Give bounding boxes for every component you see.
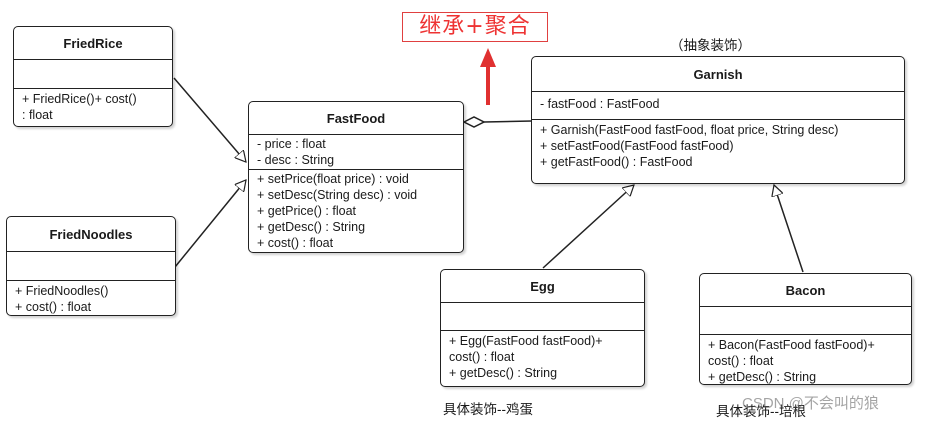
attributes-section (700, 307, 911, 335)
method-line: + getDesc() : String (449, 366, 558, 380)
methods-section: + FriedNoodles() + cost() : float (7, 281, 175, 315)
aggregation-diamond (462, 116, 486, 128)
attributes-section (7, 252, 175, 281)
methods-section: + Garnish(FastFood fastFood, float price… (532, 120, 904, 172)
method-line: cost() : float (708, 354, 774, 368)
method-line: + setDesc(String desc) : void (257, 188, 418, 202)
class-name: Bacon (700, 274, 911, 307)
garnish-stereotype: （抽象装饰） (670, 38, 751, 53)
method-line: + getDesc() : String (708, 370, 817, 384)
annotation-arrow-head (480, 48, 496, 67)
class-bacon[interactable]: Bacon + Bacon(FastFood fastFood)+ cost()… (699, 273, 912, 385)
class-name: FriedRice (14, 27, 172, 60)
method-line: + getPrice() : float (257, 204, 356, 218)
method-line: : float (22, 108, 53, 122)
inheritance-line-egg (542, 185, 634, 269)
class-name: FriedNoodles (7, 217, 175, 252)
attributes-section (441, 303, 644, 331)
inheritance-aggregation-annotation: 继承+聚合 (402, 12, 548, 42)
class-friednoodles[interactable]: FriedNoodles + FriedNoodles() + cost() :… (6, 216, 176, 316)
attributes-section (14, 60, 172, 89)
inheritance-line-bacon (774, 185, 804, 273)
method-line: + setPrice(float price) : void (257, 172, 409, 186)
attribute-line: - price : float (257, 137, 326, 151)
methods-section: + setPrice(float price) : void + setDesc… (249, 170, 463, 252)
method-line: + Bacon(FastFood fastFood)+ (708, 338, 875, 352)
method-line: + setFastFood(FastFood fastFood) (540, 139, 734, 153)
inheritance-line-friednoodles (174, 180, 246, 268)
class-name: Garnish (532, 57, 904, 92)
class-friedrice[interactable]: FriedRice + FriedRice()+ cost() : float (13, 26, 173, 127)
aggregation-line (483, 120, 533, 123)
method-line: + Garnish(FastFood fastFood, float price… (540, 123, 839, 137)
attributes-section: - fastFood : FastFood (532, 92, 904, 120)
class-fastfood[interactable]: FastFood - price : float - desc : String… (248, 101, 464, 253)
methods-section: + Bacon(FastFood fastFood)+ cost() : flo… (700, 335, 911, 384)
class-garnish[interactable]: Garnish - fastFood : FastFood + Garnish(… (531, 56, 905, 184)
methods-section: + FriedRice()+ cost() : float (14, 89, 172, 125)
egg-caption: 具体装饰--鸡蛋 (443, 402, 533, 417)
inheritance-line-friedrice (173, 77, 246, 162)
class-egg[interactable]: Egg + Egg(FastFood fastFood)+ cost() : f… (440, 269, 645, 387)
attribute-line: - fastFood : FastFood (540, 97, 660, 111)
methods-section: + Egg(FastFood fastFood)+ cost() : float… (441, 331, 644, 383)
attributes-section: - price : float - desc : String (249, 135, 463, 170)
method-line: + getFastFood() : FastFood (540, 155, 693, 169)
bacon-caption: 具体装饰--培根 (716, 404, 806, 419)
method-line: + getDesc() : String (257, 220, 366, 234)
class-name: FastFood (249, 102, 463, 135)
attribute-line: - desc : String (257, 153, 335, 167)
watermark: CSDN @不会叫的狼 (742, 395, 879, 412)
method-line: + cost() : float (257, 236, 334, 250)
class-name: Egg (441, 270, 644, 303)
method-line: cost() : float (449, 350, 515, 364)
method-line: + FriedNoodles() (15, 284, 109, 298)
method-line: + FriedRice()+ cost() (22, 92, 137, 106)
method-line: + Egg(FastFood fastFood)+ (449, 334, 603, 348)
method-line: + cost() : float (15, 300, 92, 314)
